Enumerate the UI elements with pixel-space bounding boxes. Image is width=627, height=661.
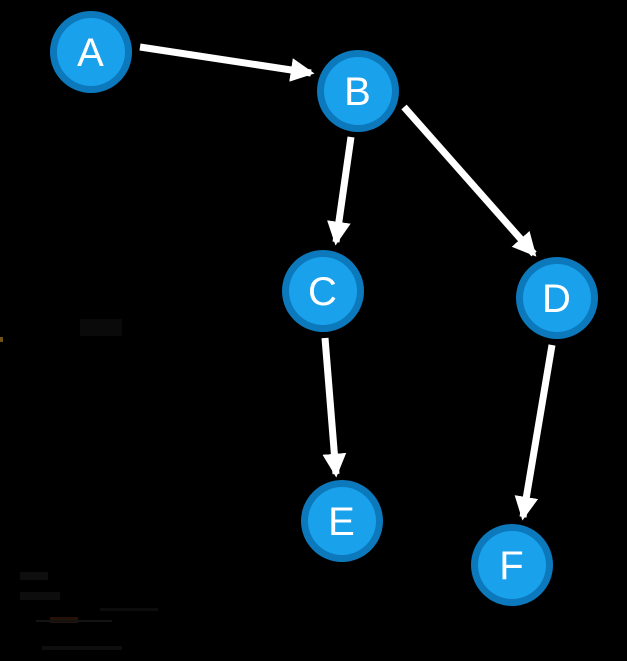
node-label: D xyxy=(542,277,572,321)
node-body[interactable] xyxy=(324,57,392,125)
graph-node-c[interactable]: C xyxy=(282,250,364,332)
graph-node-e[interactable]: E xyxy=(301,480,383,562)
graph-node-f[interactable]: F xyxy=(471,524,553,606)
node-body[interactable] xyxy=(523,264,591,332)
graph-edge-d-f xyxy=(514,344,556,521)
node-label: E xyxy=(328,500,356,544)
node-label: A xyxy=(77,31,105,75)
node-body[interactable] xyxy=(289,257,357,325)
node-label: C xyxy=(308,270,338,314)
graph-node-a[interactable]: A xyxy=(50,11,132,93)
graph-node-d[interactable]: D xyxy=(516,257,598,339)
graph-edge-b-c xyxy=(327,136,355,246)
node-body[interactable] xyxy=(308,487,376,555)
node-label: B xyxy=(344,70,372,114)
node-body[interactable] xyxy=(478,531,546,599)
node-label: F xyxy=(499,544,524,588)
graph-edge-b-d xyxy=(401,104,537,257)
graph-edge-a-b xyxy=(139,43,315,82)
graph-node-b[interactable]: B xyxy=(317,50,399,132)
graph-edge-c-e xyxy=(321,337,347,478)
node-body[interactable] xyxy=(57,18,125,86)
